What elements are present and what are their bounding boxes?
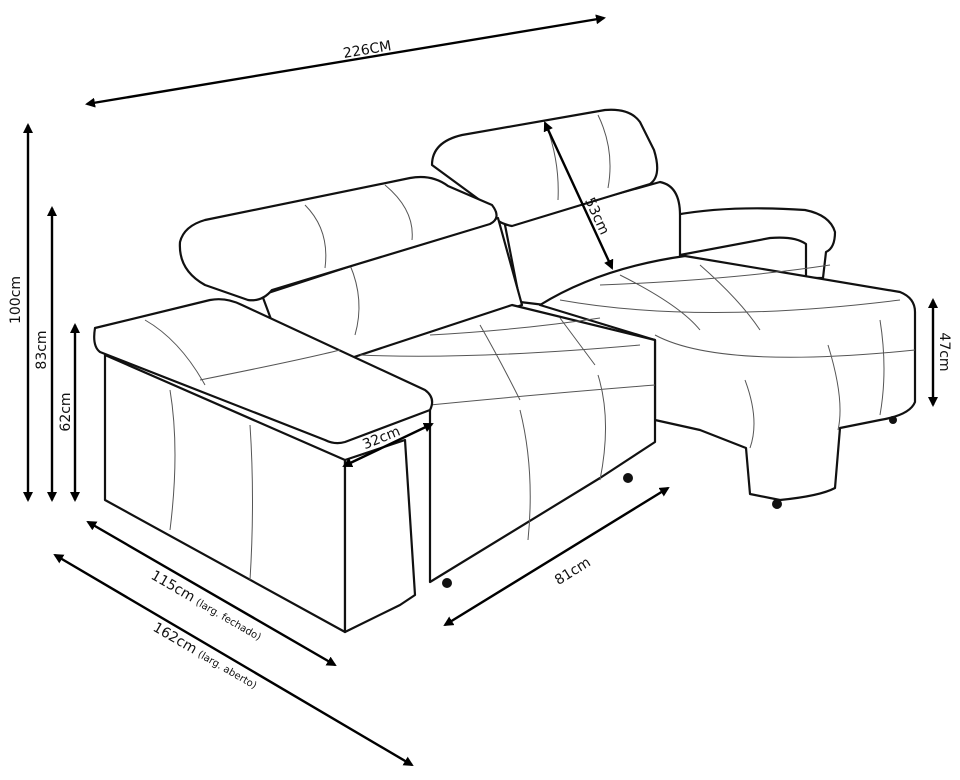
right-seat [538, 254, 917, 502]
seat-depth-arrow [443, 486, 670, 627]
wheel [889, 416, 897, 424]
height-83-label: 83cm [34, 330, 50, 369]
sofa-drawing [93, 108, 917, 634]
width-arrow [85, 14, 606, 108]
wheel [442, 578, 452, 588]
headrest-arrow [543, 121, 614, 270]
width-label: 226CM [342, 38, 393, 62]
left-arm-end [343, 438, 417, 634]
wheel [623, 473, 633, 483]
seat-depth-label: 81cm [552, 554, 594, 588]
arm-width-arrow [342, 422, 434, 468]
seat-height-label: 47cm [936, 332, 952, 371]
height-100-label: 100cm [8, 276, 24, 324]
right-armrest [673, 207, 837, 280]
wheel [772, 499, 782, 509]
depth-open-arrow [53, 553, 414, 767]
left-headrest [178, 175, 498, 302]
height-62-label: 62cm [58, 392, 74, 431]
left-arm-top [93, 298, 434, 445]
